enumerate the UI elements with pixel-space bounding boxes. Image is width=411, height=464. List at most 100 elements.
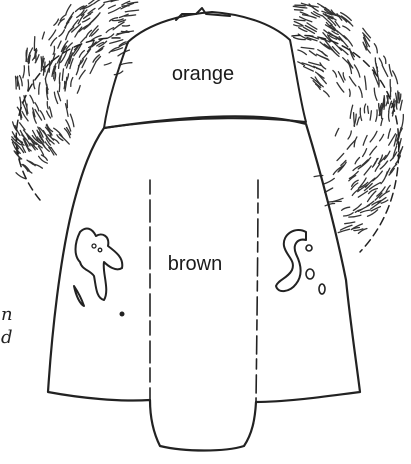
hatch-stroke: [349, 215, 361, 217]
hatch-stroke: [349, 89, 350, 96]
hatch-stroke: [370, 183, 381, 190]
hatch-stroke: [348, 131, 351, 139]
left-spot: [76, 229, 123, 300]
hatch-stroke: [376, 110, 377, 121]
hatch-stroke: [364, 104, 365, 113]
hatch-stroke: [94, 0, 102, 4]
hatch-stroke: [39, 156, 48, 163]
hatch-stroke: [295, 5, 305, 6]
hatch-stroke: [368, 106, 369, 113]
hatch-stroke: [350, 105, 353, 118]
hatch-stroke: [106, 28, 113, 33]
hatch-stroke: [304, 67, 314, 72]
hatch-stroke: [377, 67, 379, 79]
hatch-stroke: [328, 201, 342, 202]
hatch-stroke: [381, 172, 387, 184]
left-spot-hole-1: [92, 244, 96, 248]
hatch-stroke: [23, 66, 25, 78]
left-spot-dot: [120, 312, 125, 317]
hatch-stroke: [370, 146, 377, 155]
hatch-stroke: [374, 88, 377, 100]
right-division-line: [256, 180, 258, 402]
hatch-stroke: [41, 155, 47, 160]
hatch-stroke: [379, 58, 382, 65]
hatch-stroke: [64, 81, 65, 88]
hatch-stroke: [65, 17, 72, 28]
hatch-stroke: [73, 20, 79, 27]
hatch-stroke: [335, 128, 339, 136]
hatch-stroke: [380, 134, 384, 140]
hatch-stroke: [66, 5, 71, 15]
hatch-stroke: [109, 8, 121, 14]
hatch-stroke: [382, 106, 383, 118]
hatch-stroke: [397, 102, 398, 109]
hatch-stroke: [59, 83, 60, 92]
hatch-stroke: [110, 40, 123, 44]
hatch-stroke: [20, 76, 23, 86]
right-spot-ring-3: [319, 284, 325, 294]
hatch-stroke: [354, 137, 357, 147]
hatch-stroke: [354, 65, 360, 77]
hatch-stroke: [58, 41, 61, 48]
hatch-stroke: [47, 102, 48, 109]
hatch-stroke: [384, 151, 390, 159]
hatch-stroke: [364, 166, 371, 175]
hatch-stroke: [89, 15, 98, 24]
hatch-stroke: [303, 15, 317, 18]
hatch-stroke: [384, 56, 386, 63]
upper-region-label: orange: [172, 63, 234, 85]
hatch-stroke: [54, 19, 59, 25]
hatch-stroke: [335, 21, 340, 27]
hatch-stroke: [324, 178, 334, 183]
hatch-stroke: [307, 23, 317, 29]
hatch-stroke: [33, 80, 34, 89]
hatch-stroke: [122, 25, 129, 26]
hatch-stroke: [343, 73, 345, 80]
hatch-stroke: [358, 191, 367, 197]
hatch-stroke: [41, 57, 42, 69]
hatch-stroke: [338, 229, 349, 232]
hatch-stroke: [121, 31, 133, 32]
hatch-stroke: [320, 42, 330, 49]
top-notch: [176, 8, 230, 20]
hatch-stroke: [81, 37, 86, 42]
hatch-stroke: [79, 70, 85, 79]
hatch-stroke: [29, 66, 30, 76]
margin-letter-2: d: [1, 327, 13, 348]
hatch-stroke: [76, 66, 78, 75]
hatch-stroke: [389, 65, 392, 77]
hatch-stroke: [360, 108, 361, 120]
hatch-stroke: [45, 69, 48, 79]
hatch-stroke: [309, 62, 322, 65]
hatch-stroke: [370, 131, 377, 142]
margin-letter-1: n: [1, 304, 13, 325]
hatch-stroke: [344, 213, 354, 216]
hatch-stroke: [352, 189, 359, 195]
hatch-stroke: [112, 19, 123, 21]
hatch-stroke: [51, 38, 57, 46]
hatch-stroke: [380, 161, 387, 169]
hatch-stroke: [294, 19, 305, 20]
hatch-stroke: [389, 101, 392, 112]
hatch-stroke: [355, 158, 359, 164]
hatch-stroke: [399, 93, 400, 101]
hatch-stroke: [400, 100, 402, 110]
hatch-stroke: [27, 104, 28, 113]
left-spot-streak: [74, 286, 84, 306]
hatch-stroke: [125, 10, 138, 12]
hatch-stroke: [90, 62, 96, 74]
hatch-stroke: [70, 114, 74, 127]
hatch-stroke: [370, 111, 371, 120]
hatch-stroke: [381, 119, 383, 126]
hatch-stroke: [104, 63, 111, 65]
hatch-stroke: [301, 47, 314, 49]
hatch-stroke: [342, 207, 350, 210]
hatch-stroke: [337, 83, 344, 93]
hatch-stroke: [361, 210, 371, 213]
hatch-stroke: [54, 92, 57, 103]
hatch-stroke: [373, 158, 378, 166]
hatch-stroke: [66, 28, 72, 40]
hatch-stroke: [62, 69, 63, 80]
hatch-stroke: [402, 115, 404, 128]
